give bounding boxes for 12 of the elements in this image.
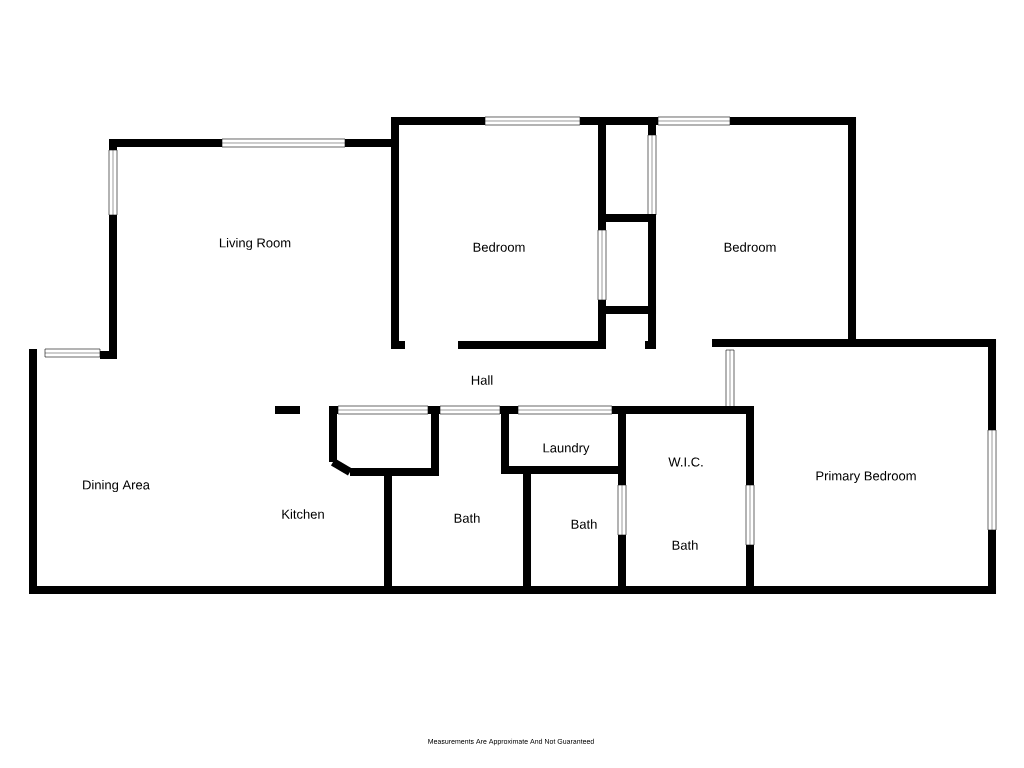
room-label: Bath — [454, 513, 480, 523]
room-label: Primary Bedroom — [816, 470, 916, 484]
room-label: W.I.C. — [668, 457, 703, 467]
room-label: Bedroom — [473, 242, 525, 252]
room-label: Dining Area — [83, 479, 150, 493]
room-label: Kitchen — [282, 509, 324, 519]
room-label: Bedroom — [724, 242, 776, 252]
room-label: Bath — [571, 519, 597, 529]
room-label: Hall — [471, 375, 493, 385]
room-label: Laundry — [543, 442, 590, 456]
room-label: Living Room — [219, 237, 291, 251]
room-label: Bath — [672, 540, 698, 550]
